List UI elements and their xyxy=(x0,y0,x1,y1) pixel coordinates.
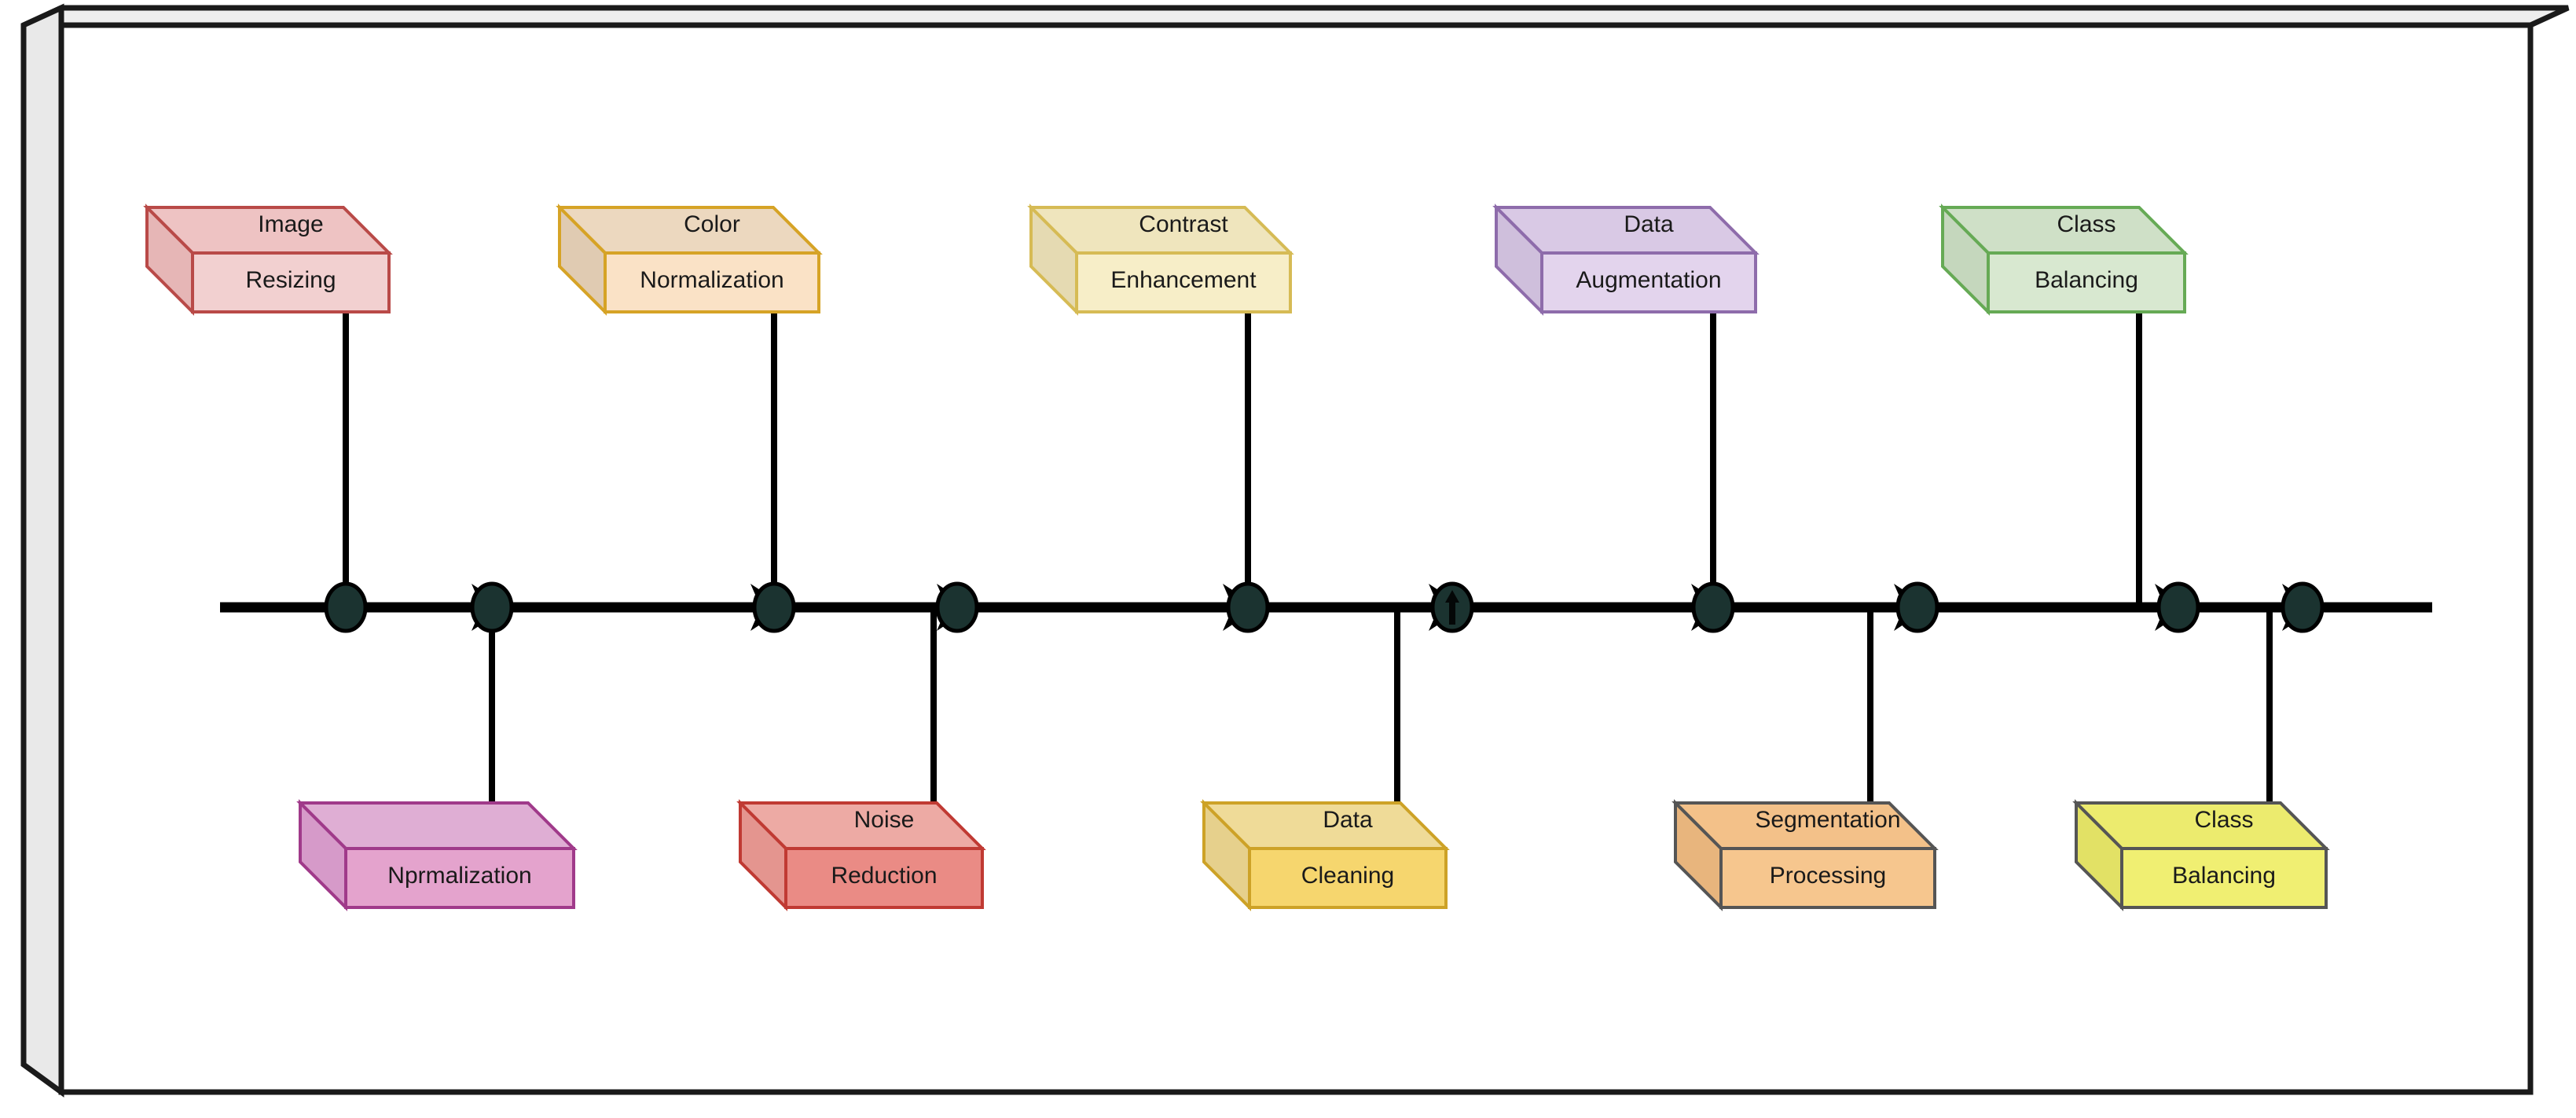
node-front-face xyxy=(1540,251,1757,313)
dot-1[interactable] xyxy=(324,581,368,633)
node-shape-contrast-enhancement xyxy=(1027,203,1294,316)
node-top-face xyxy=(296,801,578,850)
node-shape-image-resizing xyxy=(143,203,393,316)
container-front-face xyxy=(58,22,2534,1095)
node-front-face xyxy=(604,251,820,313)
node-shape-data-cleaning xyxy=(1200,799,1450,911)
node-front-face xyxy=(1719,847,1936,909)
node-shape-color-normalization xyxy=(556,203,823,316)
node-front-face xyxy=(344,847,575,909)
dot-6-inner-arrow-artifact xyxy=(1445,590,1459,625)
node-shape-segmentation-processing xyxy=(1671,799,1939,911)
node-front-face xyxy=(191,251,391,313)
dot-8[interactable] xyxy=(1895,581,1939,633)
dot-10[interactable] xyxy=(2281,581,2325,633)
node-shape-data-augmentation xyxy=(1492,203,1760,316)
dot-5[interactable] xyxy=(1226,581,1270,633)
node-shape-nprmalization xyxy=(296,799,578,911)
node-shape-class-balancing-top xyxy=(1939,203,2189,316)
dot-7[interactable] xyxy=(1691,581,1735,633)
node-front-face xyxy=(784,847,984,909)
node-front-face xyxy=(1987,251,2186,313)
node-front-face xyxy=(1248,847,1448,909)
dot-3[interactable] xyxy=(752,581,796,633)
node-front-face xyxy=(2120,847,2328,909)
dot-4[interactable] xyxy=(935,581,979,633)
node-nprmalization[interactable]: Nprmalization xyxy=(296,799,578,911)
node-shape-class-balancing-bottom xyxy=(2072,799,2330,911)
dot-9[interactable] xyxy=(2156,581,2200,633)
dot-2[interactable] xyxy=(470,581,514,633)
node-shape-noise-reduction xyxy=(736,799,986,911)
node-front-face xyxy=(1075,251,1292,313)
